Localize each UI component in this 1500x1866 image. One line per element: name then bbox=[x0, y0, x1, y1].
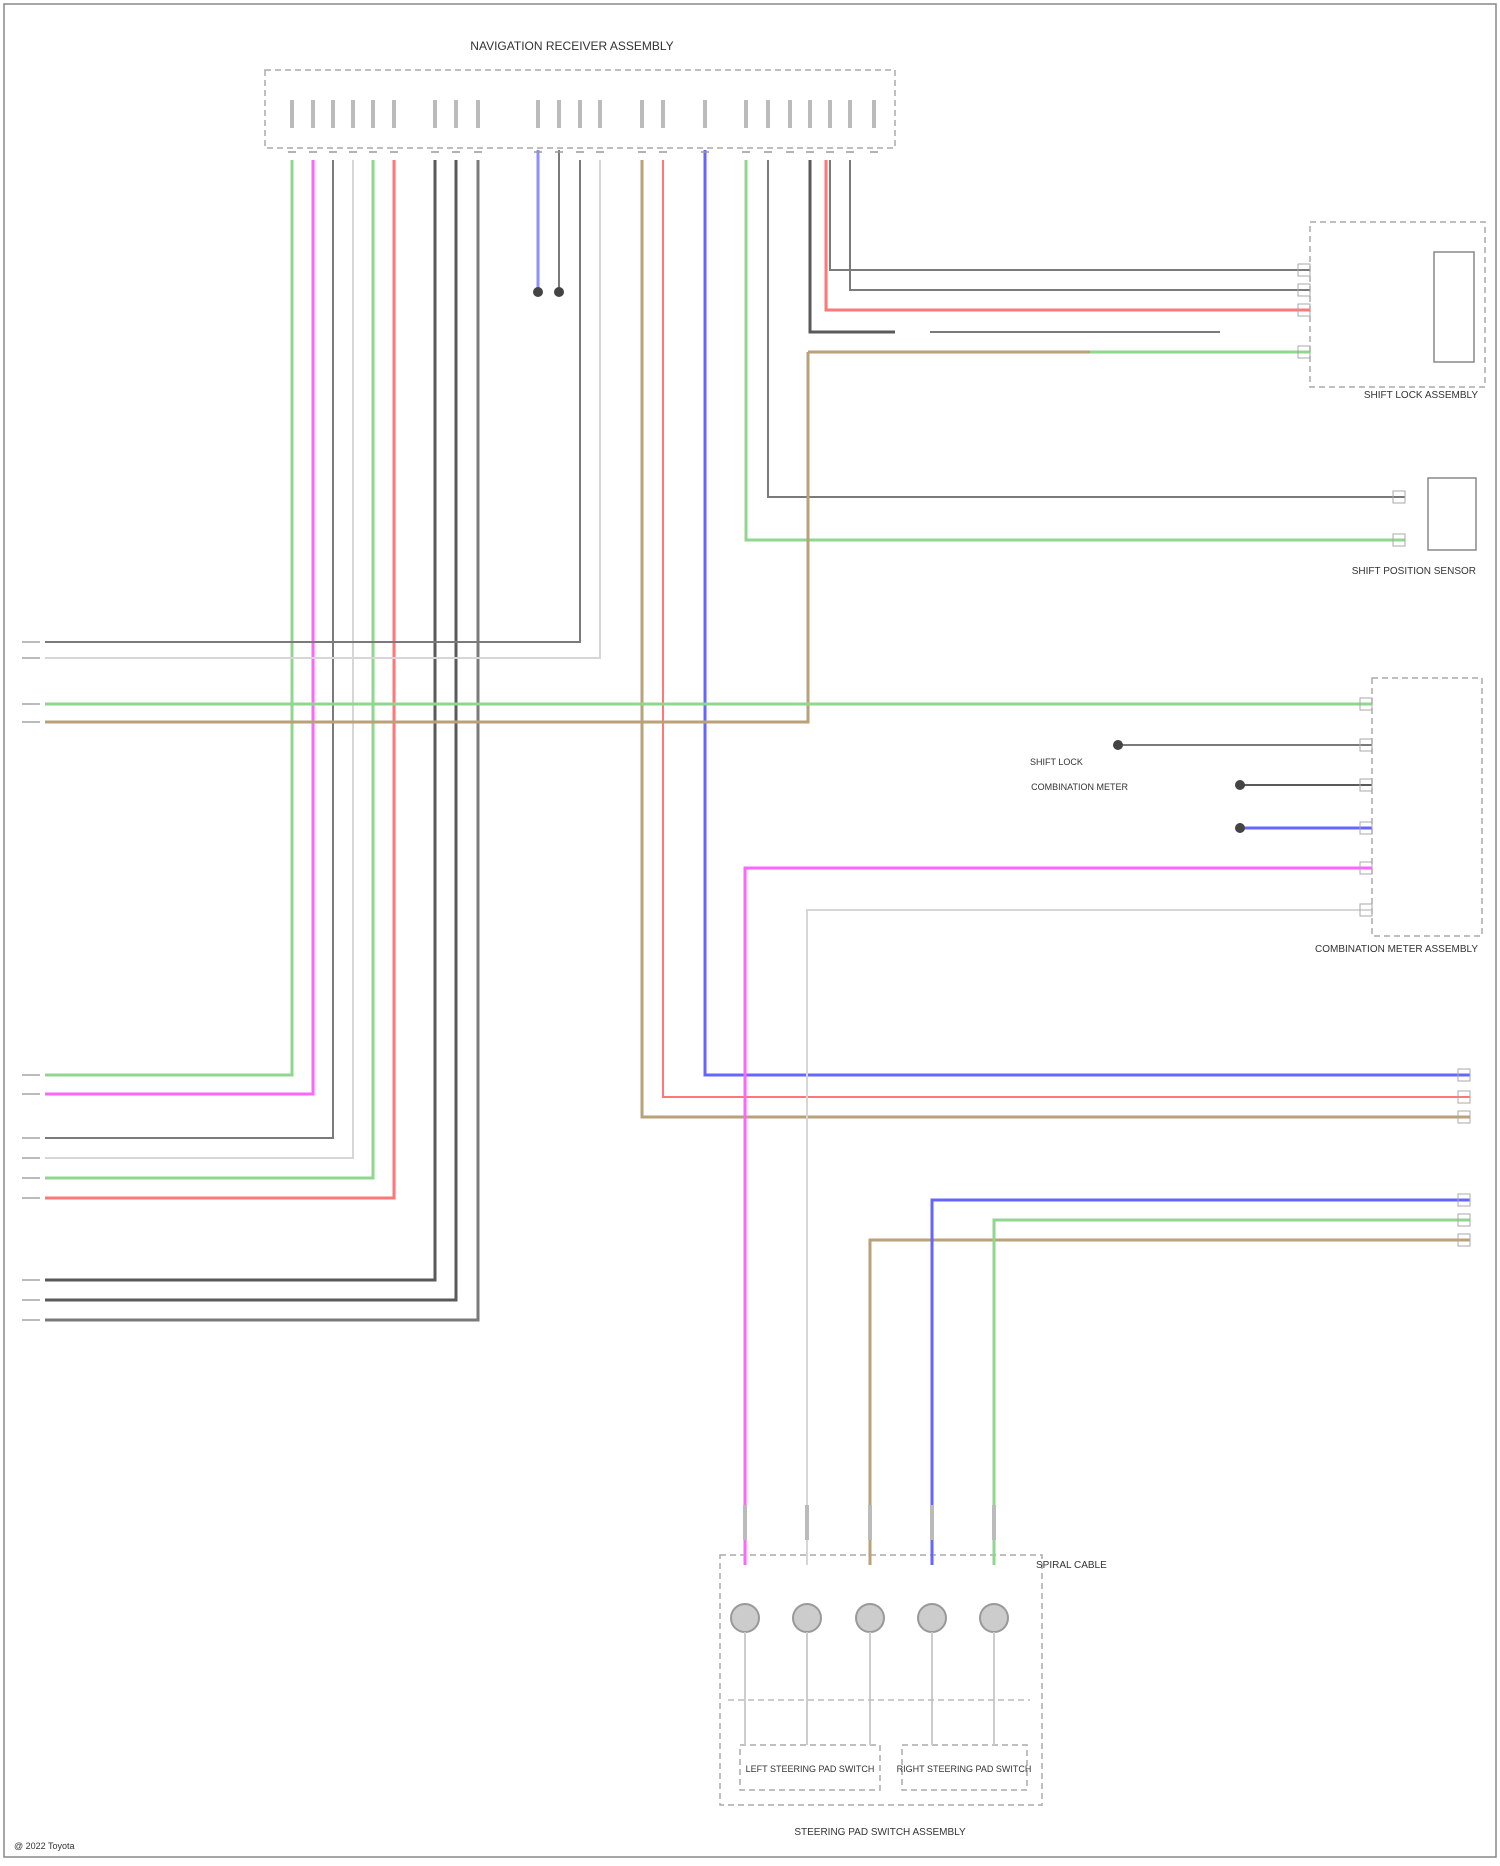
wire-gray-3 bbox=[45, 160, 333, 1138]
splice-dot-3 bbox=[1235, 780, 1245, 790]
wire-tan-26 bbox=[45, 352, 808, 722]
wire-blue-16 bbox=[705, 150, 1470, 1075]
wire-red-15 bbox=[663, 160, 1470, 1097]
splice-dot-1 bbox=[533, 287, 543, 297]
steering-switch-element-3 bbox=[856, 1604, 884, 1632]
wire-blue-34 bbox=[932, 1200, 1470, 1565]
splice-dot-2 bbox=[554, 287, 564, 297]
steering-switch-label: STEERING PAD SWITCH ASSEMBLY bbox=[794, 1827, 966, 1838]
splice-dot-5 bbox=[1113, 740, 1123, 750]
wire-dark-7 bbox=[45, 160, 435, 1280]
wire-gray-9 bbox=[45, 160, 478, 1320]
shift-lock-label: SHIFT LOCK ASSEMBLY bbox=[1364, 390, 1478, 401]
splice-dot-4 bbox=[1235, 823, 1245, 833]
wires bbox=[45, 150, 1470, 1565]
shift-lock-inner bbox=[1434, 252, 1474, 362]
steering-switch-element-4 bbox=[918, 1604, 946, 1632]
diagram-frame bbox=[4, 4, 1496, 1857]
wire-green-1 bbox=[45, 160, 292, 1075]
footer-label: @ 2022 Toyota bbox=[14, 1841, 75, 1851]
wire-red-6 bbox=[45, 160, 394, 1198]
wire-tan-33 bbox=[870, 1240, 1470, 1565]
right-switch-label: RIGHT STEERING PAD SWITCH bbox=[897, 1764, 1032, 1774]
wire-light-32 bbox=[807, 910, 1372, 1565]
combination-meter-label: COMBINATION METER ASSEMBLY bbox=[1315, 944, 1478, 955]
steering-switch-element-1 bbox=[731, 1604, 759, 1632]
left-switch-label: LEFT STEERING PAD SWITCH bbox=[746, 1764, 875, 1774]
sensor-label: SHIFT POSITION SENSOR bbox=[1352, 566, 1476, 577]
steering-switch-element-5 bbox=[980, 1604, 1008, 1632]
steering-switch-element-2 bbox=[793, 1604, 821, 1632]
wire-gray-20 bbox=[830, 160, 1310, 270]
wire-pink-2 bbox=[45, 160, 313, 1094]
wire-dark-19 bbox=[810, 160, 895, 332]
note-shift-lock: SHIFT LOCK bbox=[1030, 757, 1083, 767]
steering-switch-symbols bbox=[728, 1505, 1030, 1745]
wire-tan-14 bbox=[642, 160, 1470, 1117]
wire-green-5 bbox=[45, 160, 373, 1178]
wire-pink-31 bbox=[745, 868, 1372, 1565]
head-unit-label: NAVIGATION RECEIVER ASSEMBLY bbox=[470, 39, 673, 53]
wire-light-13 bbox=[45, 160, 600, 658]
wire-red-22 bbox=[826, 160, 1310, 310]
combination-meter-box bbox=[1372, 678, 1482, 936]
wire-green-35 bbox=[994, 1220, 1470, 1565]
sensor-box bbox=[1428, 478, 1476, 550]
wire-green-18 bbox=[746, 160, 1405, 540]
note-combination-meter: COMBINATION METER bbox=[1031, 782, 1128, 792]
spiral-cable-label: SPIRAL CABLE bbox=[1036, 1560, 1107, 1571]
